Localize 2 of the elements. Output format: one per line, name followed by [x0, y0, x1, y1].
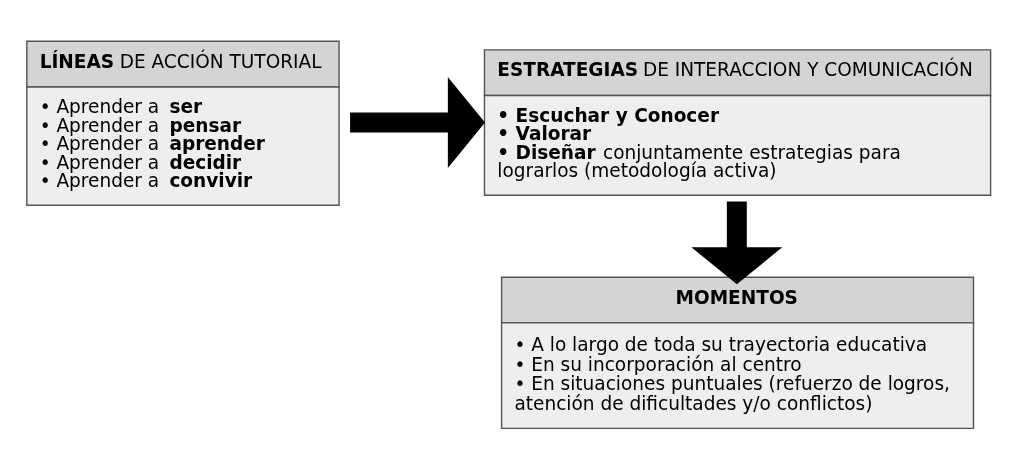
arrow: [349, 77, 485, 169]
arrow: [690, 201, 782, 285]
